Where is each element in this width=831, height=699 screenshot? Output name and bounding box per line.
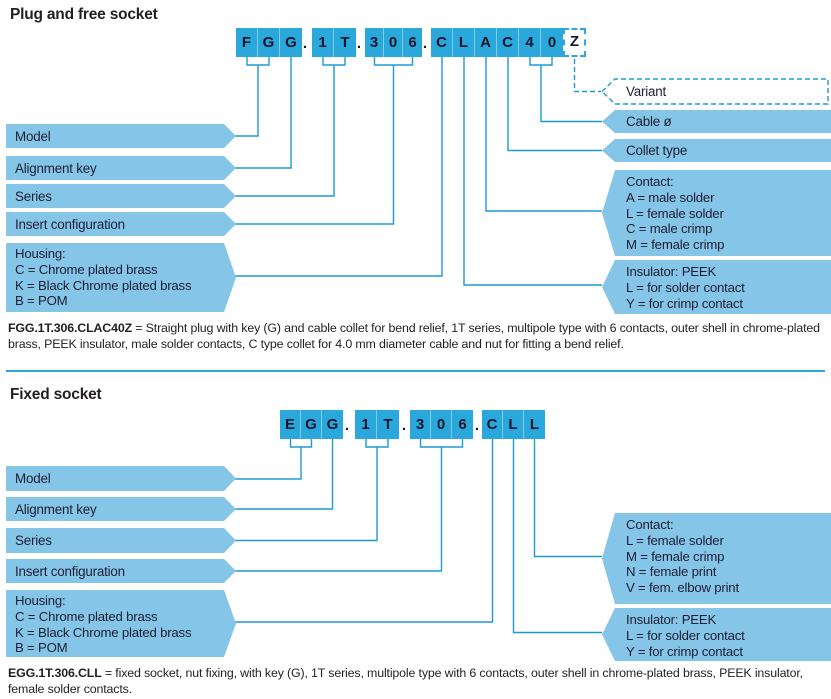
code-char: L — [453, 28, 475, 57]
s1-label-cable-diameter: Cable ø — [602, 110, 831, 133]
s1-housing-connector — [227, 57, 443, 277]
s1-label-series: Series — [6, 184, 236, 208]
code-char: C — [482, 410, 503, 439]
code-char: 4 — [519, 28, 541, 57]
s2-description-text: = fixed socket, nut fixing, with key (G)… — [8, 666, 803, 696]
s2-model-connector — [227, 439, 313, 480]
s2-code-group-insert: 3 0 6 — [410, 410, 473, 439]
s2-label-housing: Housing: C = Chrome plated brass K = Bla… — [6, 590, 236, 657]
s1-cable-diameter-connector — [529, 57, 602, 123]
code-char: 0 — [384, 28, 403, 57]
s1-label-variant: Variant — [626, 84, 667, 99]
s1-model-connector — [227, 57, 270, 137]
code-char: T — [377, 410, 399, 439]
section1-title: Plug and free socket — [10, 6, 158, 23]
s1-label-model: Model — [6, 124, 236, 148]
code-char: A — [475, 28, 497, 57]
s1-variant-code-box: Z — [563, 28, 586, 57]
s1-variant-connector — [573, 59, 601, 93]
s1-label-contact: Contact: A = male solder L = female sold… — [602, 170, 831, 256]
s2-insert-config-connector — [227, 439, 464, 572]
code-char: 6 — [403, 28, 422, 57]
section2-title: Fixed socket — [10, 386, 102, 403]
code-separator-dot: . — [356, 35, 362, 52]
code-char: L — [524, 410, 545, 439]
s2-description-code: EGG.1T.306.CLL — [8, 666, 102, 680]
s1-series-connector — [227, 57, 346, 197]
code-char: 1 — [312, 28, 334, 57]
code-char: 0 — [541, 28, 563, 57]
s1-alignment-key-connector — [227, 57, 292, 169]
s2-code-group-options: C L L — [482, 410, 545, 439]
code-char: C — [431, 28, 453, 57]
s1-code-group-model: F G G — [236, 28, 302, 57]
code-separator-dot: . — [474, 417, 480, 434]
code-separator-dot: . — [401, 417, 407, 434]
code-char: 0 — [431, 410, 452, 439]
code-char: 6 — [452, 410, 473, 439]
s1-contact-connector — [485, 57, 602, 212]
s1-description-text: = Straight plug with key (G) and cable c… — [8, 321, 820, 351]
s2-label-alignment-key: Alignment key — [6, 497, 236, 521]
s1-label-collet-type: Collet type — [602, 139, 831, 162]
code-separator-dot: . — [344, 417, 350, 434]
s2-alignment-key-connector — [227, 439, 334, 510]
s2-code-group-model: E G G — [280, 410, 343, 439]
s1-code-group-insert: 3 0 6 — [365, 28, 422, 57]
code-char: 1 — [355, 410, 377, 439]
s2-series-connector — [227, 439, 389, 542]
s2-label-series: Series — [6, 528, 236, 553]
s1-label-insert-configuration: Insert configuration — [6, 212, 236, 236]
section-divider — [6, 370, 825, 372]
code-char: 3 — [410, 410, 431, 439]
s1-insulator-connector — [463, 57, 602, 286]
s1-label-alignment-key: Alignment key — [6, 156, 236, 180]
s2-label-contact: Contact: L = female solder M = female cr… — [602, 513, 831, 604]
code-separator-dot: . — [422, 35, 428, 52]
s2-label-model: Model — [6, 466, 236, 491]
s1-code-group-options: C L A C 4 0 — [431, 28, 563, 57]
s1-insert-config-connector — [227, 57, 414, 225]
s2-contact-connector — [533, 439, 602, 558]
code-char: C — [497, 28, 519, 57]
code-char: F — [236, 28, 258, 57]
code-separator-dot: . — [302, 35, 308, 52]
code-char: T — [334, 28, 356, 57]
code-char: 3 — [365, 28, 384, 57]
s1-code-group-series: 1 T — [312, 28, 356, 57]
code-char: E — [280, 410, 301, 439]
s2-insulator-connector — [512, 439, 602, 634]
s1-label-insulator: Insulator: PEEK L = for solder contact Y… — [602, 260, 831, 314]
s1-description: FGG.1T.306.CLAC40Z = Straight plug with … — [8, 321, 828, 352]
s2-description: EGG.1T.306.CLL = fixed socket, nut fixin… — [8, 666, 828, 697]
s2-label-insert-configuration: Insert configuration — [6, 559, 236, 583]
s1-collet-type-connector — [507, 57, 602, 152]
s2-housing-connector — [227, 439, 494, 623]
code-char: L — [503, 410, 524, 439]
code-char: G — [258, 28, 280, 57]
code-char: G — [322, 410, 343, 439]
s2-code-group-series: 1 T — [355, 410, 399, 439]
s1-description-code: FGG.1T.306.CLAC40Z — [8, 321, 132, 335]
code-char: G — [280, 28, 302, 57]
s1-label-housing: Housing: C = Chrome plated brass K = Bla… — [6, 243, 236, 312]
s2-label-insulator: Insulator: PEEK L = for solder contact Y… — [602, 608, 831, 661]
code-char: G — [301, 410, 322, 439]
